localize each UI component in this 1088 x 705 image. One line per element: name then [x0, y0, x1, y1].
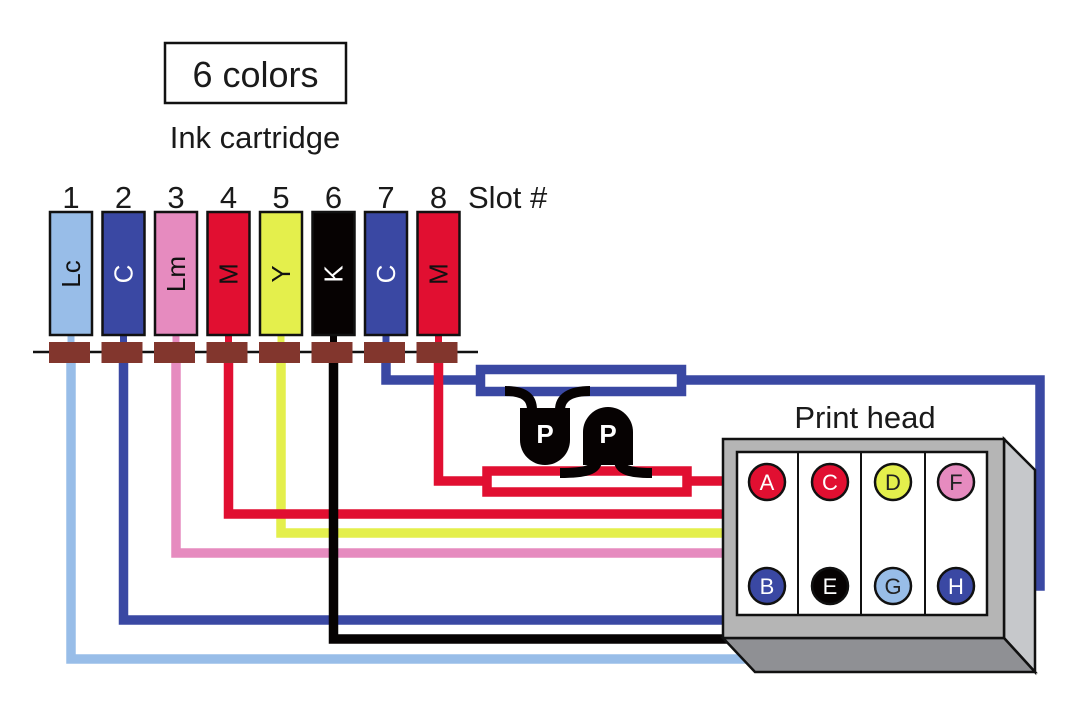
slot-number: 2 — [115, 180, 132, 215]
slot-number: 6 — [325, 180, 342, 215]
port-A: A — [747, 462, 787, 502]
nozzle-port — [810, 566, 850, 606]
cartridge-slot-2[interactable]: 2C — [99, 180, 149, 363]
slot-number: 4 — [220, 180, 237, 215]
port-letter: C — [822, 470, 838, 495]
cartridge-slot-8[interactable]: 8M — [414, 180, 464, 363]
cartridge-outlet — [225, 335, 232, 345]
port-letter: H — [948, 574, 964, 599]
cartridge-slot-1[interactable]: 1Lc — [46, 180, 96, 363]
port-letter: D — [885, 470, 901, 495]
nozzle-port — [936, 462, 976, 502]
port-B: B — [747, 566, 787, 606]
print-head-label: Print head — [794, 400, 935, 435]
nozzle-port — [810, 462, 850, 502]
slot-number: 7 — [377, 180, 394, 215]
cartridge-outlet — [382, 335, 390, 345]
title-text: 6 colors — [192, 54, 318, 95]
cartridge-label: M — [214, 263, 244, 285]
port-letter: F — [949, 470, 962, 495]
slot-number: 5 — [272, 180, 289, 215]
cartridge-label: K — [319, 265, 349, 283]
pump-upright: P — [559, 407, 653, 478]
cartridge-slot-3[interactable]: 3Lm — [151, 180, 201, 363]
ink-cartridge[interactable] — [101, 210, 146, 337]
cartridge-outlet — [435, 335, 442, 345]
port-C: C — [810, 462, 850, 502]
cartridge-slot-5[interactable]: 5Y — [256, 180, 306, 363]
nozzle-port — [747, 462, 787, 502]
cartridge-connector — [154, 342, 195, 363]
slot-number: 1 — [62, 180, 79, 215]
cartridge-outlet — [330, 335, 337, 345]
cartridge-connector — [364, 342, 405, 363]
cartridge-label: C — [109, 265, 139, 284]
ink-cartridge[interactable] — [363, 210, 409, 337]
nozzle-port — [747, 566, 787, 606]
nozzle-port — [873, 566, 913, 606]
print-head-side-face — [1002, 435, 1037, 676]
port-H: H — [936, 566, 976, 606]
cartridge-outlet — [120, 335, 127, 345]
title-box: 6 colors — [163, 41, 348, 105]
slot-number: 3 — [167, 180, 184, 215]
ink-cartridge[interactable] — [153, 210, 199, 337]
port-letter: B — [760, 574, 775, 599]
cartridge-connector — [311, 342, 353, 363]
cartridge-connector — [101, 342, 143, 363]
ink-cartridge[interactable] — [48, 210, 94, 337]
cartridge-label: M — [424, 263, 454, 285]
cartridge-slot-7[interactable]: 7C — [361, 180, 411, 363]
cartridge-label: C — [371, 265, 401, 284]
cartridge-outlet — [172, 335, 180, 345]
cartridge-label: Y — [266, 265, 296, 282]
slot-header-label: Slot # — [468, 180, 548, 215]
cartridge-label: Lm — [161, 256, 191, 292]
print-head-bottom-face — [720, 636, 1038, 674]
ink-cartridge[interactable] — [206, 210, 251, 337]
cartridge-outlet — [67, 335, 75, 345]
ink-cartridge[interactable] — [311, 210, 356, 337]
nozzle-port — [936, 566, 976, 606]
cartridge-connector — [206, 342, 248, 363]
port-E: E — [810, 566, 850, 606]
port-letter: G — [884, 574, 901, 599]
port-D: D — [873, 462, 913, 502]
slot-number: 8 — [430, 180, 447, 215]
pump-inverted: P — [504, 386, 591, 465]
cartridge-slot-4[interactable]: 4M — [204, 180, 254, 363]
cartridge-label: Lc — [56, 260, 86, 287]
cartridge-connector — [259, 342, 300, 363]
subtitle-ink-cartridge: Ink cartridge — [170, 120, 341, 155]
cartridge-slot-6[interactable]: 6K — [309, 180, 359, 363]
ink-cartridge[interactable] — [416, 210, 461, 337]
port-G: G — [873, 566, 913, 606]
cartridge-outlet — [277, 335, 285, 345]
port-F: F — [936, 462, 976, 502]
port-letter: A — [760, 470, 775, 495]
nozzle-port — [873, 462, 913, 502]
port-letter: E — [823, 574, 838, 599]
ink-cartridge[interactable] — [258, 210, 304, 337]
pump-2-label: P — [599, 419, 616, 449]
cartridge-connector — [416, 342, 458, 363]
ink-tube-slot-8 — [433, 345, 487, 486]
pump-1-label: P — [536, 419, 553, 449]
cartridge-connector — [49, 342, 90, 363]
print-head-ports: A C D F B E G H — [747, 462, 976, 606]
